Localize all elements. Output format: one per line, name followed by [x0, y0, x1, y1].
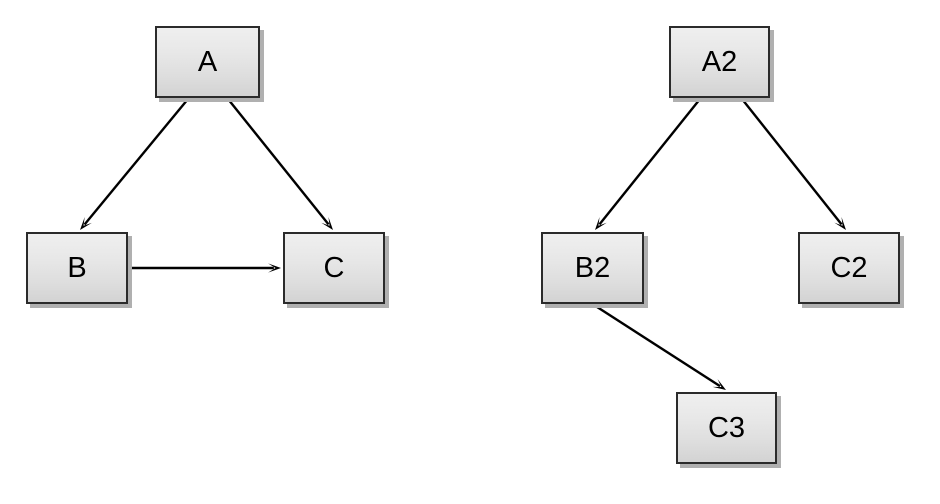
arrowhead-icon: [712, 379, 726, 390]
node-c-label: C: [323, 251, 345, 284]
edge-a2-to-c2: [741, 98, 846, 230]
node-c3-label: C3: [707, 411, 746, 444]
arrowhead-icon: [80, 217, 92, 230]
node-c2[interactable]: C2: [798, 232, 900, 304]
arrowhead-icon: [321, 216, 333, 230]
arrowhead-icon: [595, 216, 607, 230]
edge-line: [741, 98, 843, 226]
node-b-label: B: [67, 251, 87, 284]
node-a2-label: A2: [701, 45, 738, 78]
edge-line: [593, 303, 721, 388]
arrowhead-icon: [834, 216, 846, 230]
node-a-label: A: [197, 45, 218, 78]
node-c3[interactable]: C3: [676, 392, 777, 464]
node-b[interactable]: B: [26, 232, 128, 304]
node-a[interactable]: A: [155, 26, 260, 98]
edge-line: [598, 98, 701, 226]
node-c2-label: C2: [830, 251, 868, 284]
edge-b2-to-c3: [593, 303, 726, 390]
edge-a2-to-b2: [595, 98, 701, 230]
edge-line: [83, 98, 189, 226]
node-a2[interactable]: A2: [669, 26, 770, 98]
edge-line: [227, 98, 330, 226]
arrowhead-icon: [268, 263, 281, 273]
node-b2-label: B2: [574, 251, 611, 284]
node-c[interactable]: C: [283, 232, 385, 304]
edge-b-to-c: [129, 263, 281, 273]
node-b2[interactable]: B2: [541, 232, 644, 304]
edge-a-to-b: [80, 98, 189, 230]
edge-a-to-c: [227, 98, 333, 230]
